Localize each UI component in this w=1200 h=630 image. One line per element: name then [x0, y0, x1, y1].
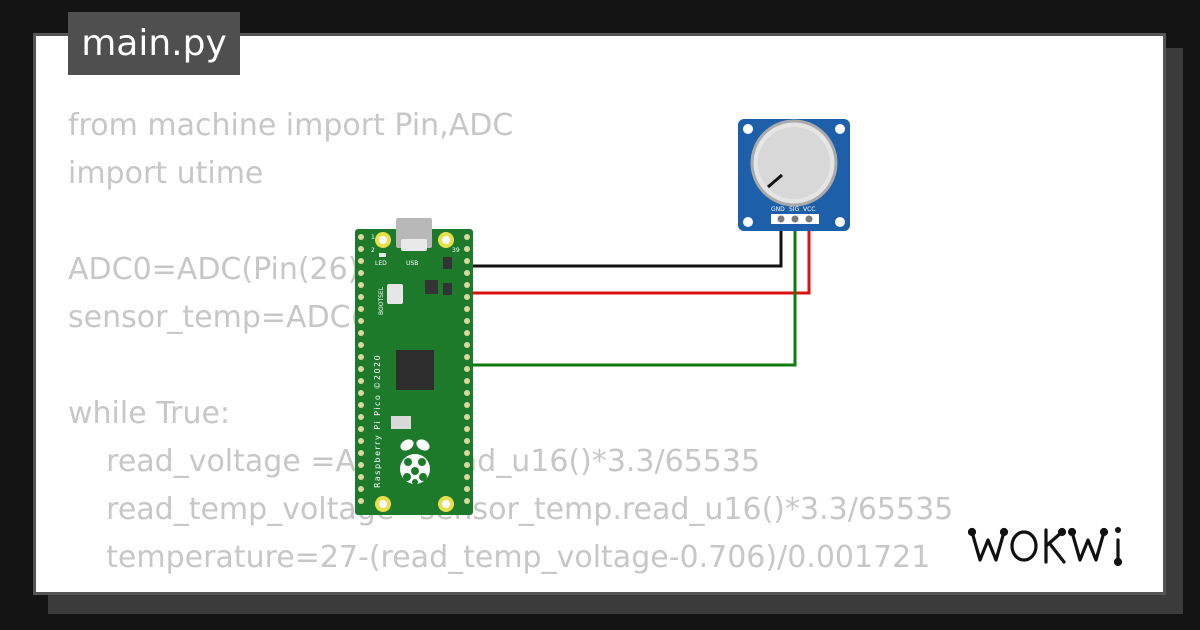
code-line: sensor_temp=ADC(4)	[68, 300, 394, 335]
wire-gnd	[461, 223, 783, 268]
pot-pin-gnd[interactable]	[777, 215, 785, 223]
bootsel-label: BOOTSEL	[378, 286, 385, 315]
code-line: import utime	[68, 156, 264, 191]
pot-pin-sig-label: SIG	[789, 206, 800, 213]
pin-1-label: 1	[371, 234, 375, 241]
led-label: LED	[375, 260, 387, 267]
bootsel-button[interactable]	[387, 284, 403, 304]
usb-label: USB	[406, 260, 418, 267]
pin-39-label: 39	[452, 247, 460, 254]
filename-tab[interactable]: main.py	[68, 12, 240, 75]
raspberry-pi-pico[interactable]: 1 2 39 LED USB BOOTSEL Raspberry Pi Pico…	[355, 218, 473, 515]
wire-sig	[461, 223, 797, 367]
code-line: read_temp_voltage=sensor_temp.read_u16()…	[68, 492, 954, 527]
code-line: while True:	[68, 396, 231, 431]
knob-indicator	[767, 173, 783, 189]
code-line: from machine import Pin,ADC	[68, 108, 514, 143]
pot-pin-vcc[interactable]	[805, 215, 813, 223]
wire-vcc	[461, 223, 811, 295]
pot-pin-vcc-label: VCC	[803, 206, 815, 213]
code-line: temperature=27-(read_temp_voltage-0.706)…	[68, 540, 931, 575]
pin-header-right	[464, 234, 470, 504]
wokwi-logo	[968, 527, 1123, 567]
led	[379, 253, 386, 257]
code-line: ADC0=ADC(Pin(26))	[68, 252, 372, 287]
rp2040-chip	[396, 350, 434, 390]
pot-pin-sig[interactable]	[791, 215, 799, 223]
pot-pin-gnd-label: GND	[771, 206, 785, 213]
board-label: Raspberry Pi Pico ©2020	[373, 354, 382, 488]
pin-header-left	[358, 234, 364, 504]
code-line: print("ADC0 voltage = {0:.2f}V \t temper…	[68, 582, 1163, 592]
circuit-diagram: 1 2 39 LED USB BOOTSEL Raspberry Pi Pico…	[355, 119, 850, 515]
pin-2-label: 2	[371, 247, 375, 254]
potentiometer[interactable]: GND SIG VCC	[738, 119, 850, 231]
